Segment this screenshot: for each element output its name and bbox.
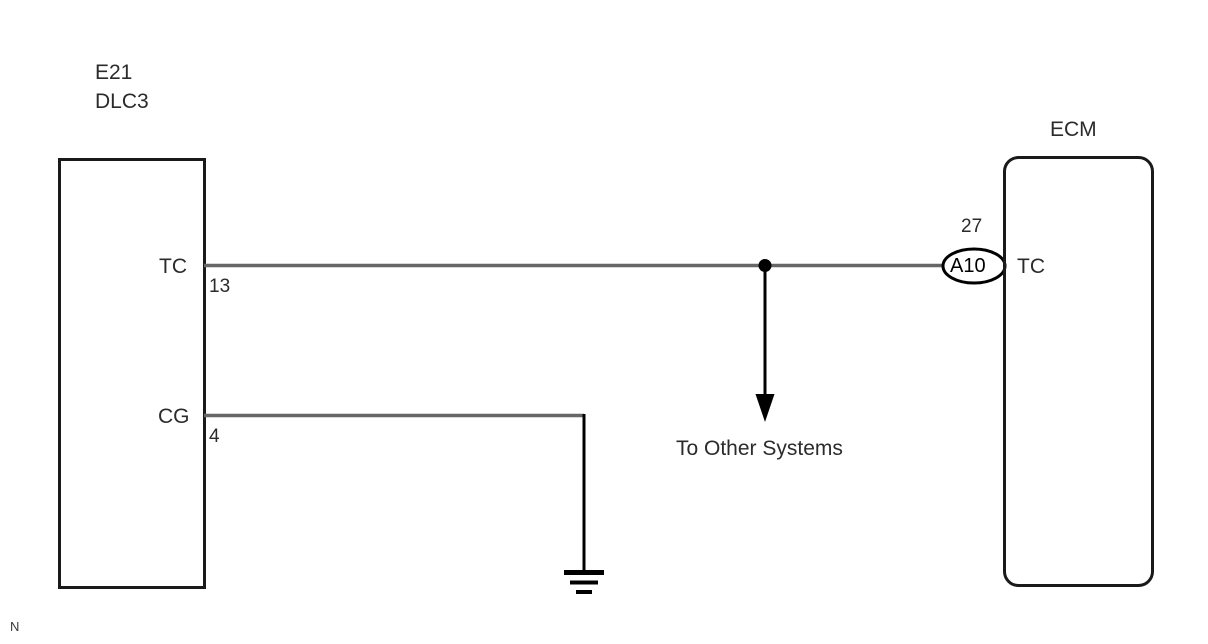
chassis-ground-icon (564, 570, 604, 594)
ecm-pin-tc-number: 27 (961, 216, 983, 237)
down-arrow-icon (755, 394, 775, 422)
ecm-terminal-code: A10 (950, 255, 986, 277)
dlc3-pin-tc-label: TC (159, 255, 187, 278)
ecm-connector-box (1003, 156, 1154, 587)
ecm-pin-tc-label: TC (1017, 255, 1045, 278)
dlc3-connector-box (58, 158, 206, 589)
dlc3-pin-tc-number: 13 (209, 276, 231, 297)
dlc3-connector-name: DLC3 (95, 90, 149, 113)
dlc3-pin-cg-label: CG (158, 405, 190, 428)
dlc3-pin-cg-number: 4 (209, 426, 220, 447)
corner-mark: N (10, 619, 20, 634)
dlc3-connector-code: E21 (95, 61, 133, 84)
branch-annotation-label: To Other Systems (676, 437, 843, 460)
ecm-connector-name: ECM (1050, 118, 1097, 141)
